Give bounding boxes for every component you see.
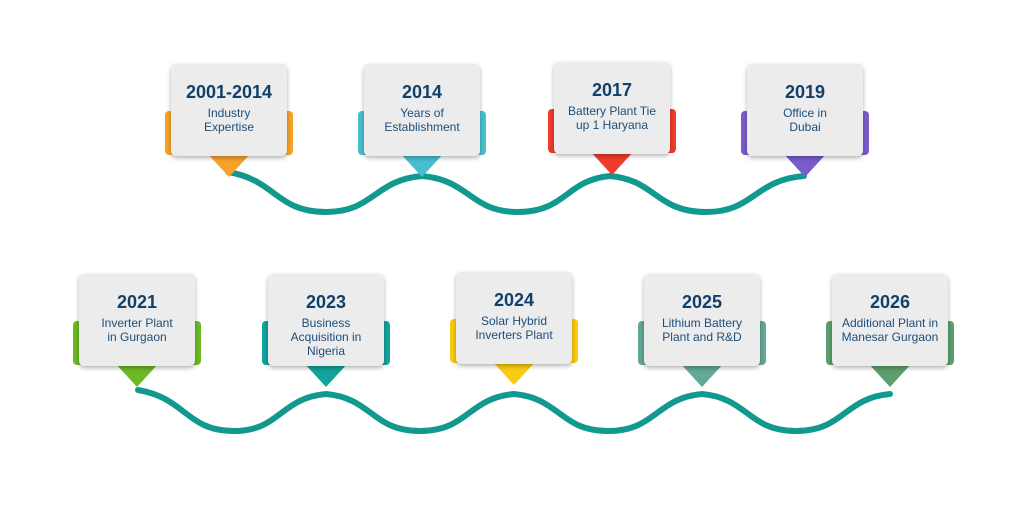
milestone-card: 2023 Business Acquisition in Nigeria: [268, 274, 384, 366]
milestone-card: 2026 Additional Plant in Manesar Gurgaon: [832, 274, 948, 366]
timeline-wave-row-2: [135, 387, 893, 435]
milestone-2019: 2019 Office in Dubai: [741, 64, 869, 182]
milestone-description: Industry Expertise: [203, 106, 255, 134]
milestone-pointer: [115, 363, 159, 387]
milestone-pointer: [590, 151, 634, 175]
timeline-wave-row-1: [225, 169, 807, 216]
milestone-year: 2024: [493, 290, 535, 310]
milestone-pointer: [304, 363, 348, 387]
milestone-2023: 2023 Business Acquisition in Nigeria: [262, 274, 390, 392]
milestone-card: 2021 Inverter Plant in Gurgaon: [79, 274, 195, 366]
milestone-description: Business Acquisition in Nigeria: [290, 316, 362, 358]
milestone-pointer: [680, 363, 724, 387]
milestone-pointer: [868, 363, 912, 387]
milestone-pointer: [400, 153, 444, 177]
milestone-2025: 2025 Lithium Battery Plant and R&D: [638, 274, 766, 392]
milestone-card: 2019 Office in Dubai: [747, 64, 863, 156]
milestone-year: 2023: [305, 292, 347, 312]
milestone-description: Inverter Plant in Gurgaon: [101, 316, 173, 344]
milestone-pointer: [207, 153, 251, 177]
milestone-card: 2024 Solar Hybrid Inverters Plant: [456, 272, 572, 364]
milestone-year: 2025: [681, 292, 723, 312]
milestone-year: 2019: [784, 82, 826, 102]
milestone-description: Years of Establishment: [384, 106, 460, 134]
milestone-description: Solar Hybrid Inverters Plant: [475, 314, 553, 342]
milestone-year: 2017: [591, 80, 633, 100]
milestone-description: Office in Dubai: [783, 106, 827, 134]
milestone-2014: 2014 Years of Establishment: [358, 64, 486, 182]
milestone-2024: 2024 Solar Hybrid Inverters Plant: [450, 272, 578, 390]
milestone-description: Additional Plant in Manesar Gurgaon: [841, 316, 939, 344]
milestone-card: 2017 Battery Plant Tie up 1 Haryana: [554, 62, 670, 154]
milestone-pointer: [492, 361, 536, 385]
milestone-pointer: [783, 153, 827, 177]
milestone-card: 2014 Years of Establishment: [364, 64, 480, 156]
milestone-year: 2001-2014: [185, 82, 273, 102]
milestone-2026: 2026 Additional Plant in Manesar Gurgaon: [826, 274, 954, 392]
milestone-2001-2014: 2001-2014 Industry Expertise: [165, 64, 293, 182]
milestone-description: Lithium Battery Plant and R&D: [661, 316, 743, 344]
milestone-2017: 2017 Battery Plant Tie up 1 Haryana: [548, 62, 676, 180]
milestone-year: 2026: [869, 292, 911, 312]
milestone-card: 2025 Lithium Battery Plant and R&D: [644, 274, 760, 366]
milestone-year: 2014: [401, 82, 443, 102]
milestone-2021: 2021 Inverter Plant in Gurgaon: [73, 274, 201, 392]
milestone-card: 2001-2014 Industry Expertise: [171, 64, 287, 156]
milestone-year: 2021: [116, 292, 158, 312]
milestone-description: Battery Plant Tie up 1 Haryana: [567, 104, 657, 132]
